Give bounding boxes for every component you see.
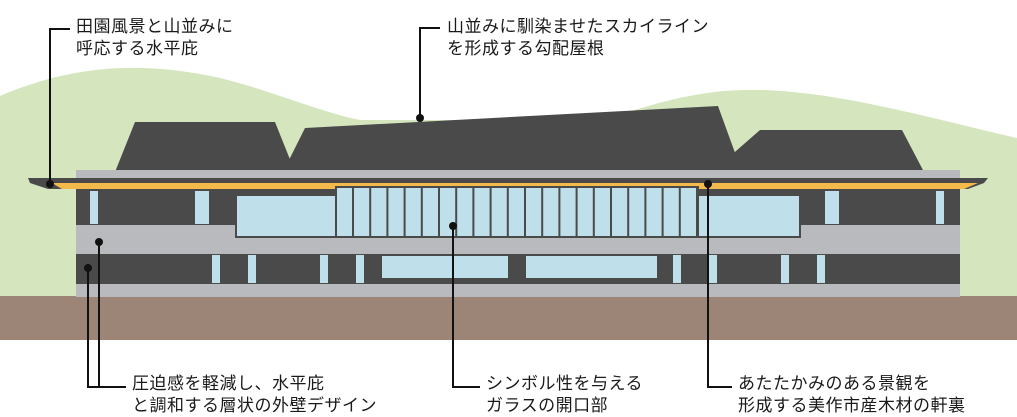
annotation-glass-line1: シンボル性を与える — [486, 374, 643, 394]
annotation-eave-line2: 呼応する水平庇 — [76, 39, 199, 59]
annotation-roof-line2: を形成する勾配屋根 — [447, 39, 605, 59]
annotation-eave-line1: 田園風景と山並みに — [76, 17, 234, 37]
ground — [0, 296, 1017, 340]
annotation-wall: 圧迫感を軽減し、水平庇 と調和する層状の外壁デザイン — [132, 373, 377, 417]
lower-glass-windows — [380, 254, 659, 280]
annotation-glass: シンボル性を与える ガラスの開口部 — [486, 373, 643, 417]
annotation-soffit-line2: 形成する美作市産木材の軒裏 — [738, 396, 966, 416]
annotation-soffit: あたたかみのある景観を 形成する美作市産木材の軒裏 — [738, 373, 966, 417]
glass-openings — [235, 186, 801, 238]
annotation-glass-line2: ガラスの開口部 — [486, 396, 609, 416]
pitched-roof — [115, 106, 924, 172]
annotation-wall-line1: 圧迫感を軽減し、水平庇 — [132, 374, 325, 394]
annotation-roof-line1: 山並みに馴染ませたスカイライン — [447, 17, 709, 37]
leader-lines — [49, 27, 732, 388]
leader-dots — [46, 114, 712, 272]
annotation-eave: 田園風景と山並みに 呼応する水平庇 — [76, 16, 234, 60]
annotation-wall-line2: と調和する層状の外壁デザイン — [132, 396, 377, 416]
lower-band-windows — [212, 255, 825, 283]
annotation-soffit-line1: あたたかみのある景観を — [738, 374, 931, 394]
lower-dark-band — [76, 254, 960, 284]
glass-mullions — [352, 187, 698, 237]
upper-band-windows — [90, 191, 944, 224]
annotation-roof: 山並みに馴染ませたスカイライン を形成する勾配屋根 — [447, 16, 709, 60]
